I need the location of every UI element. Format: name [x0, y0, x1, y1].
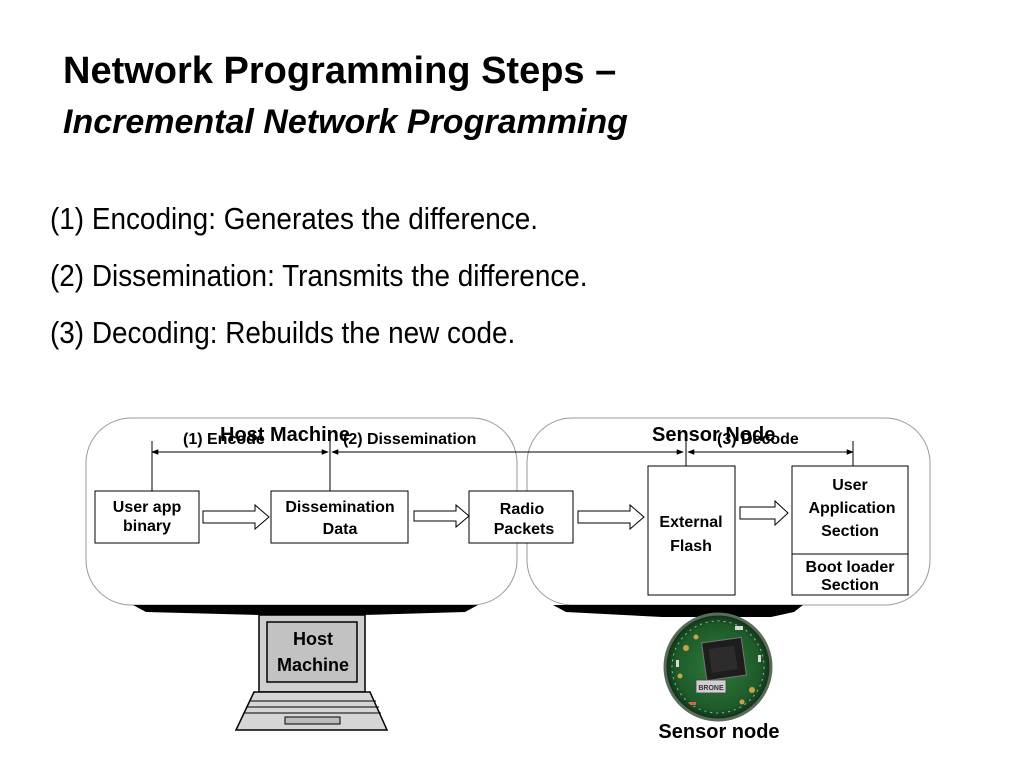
slide-title: Network Programming Steps – [63, 50, 617, 92]
sensor-callout-wedge [553, 605, 803, 617]
user-app-binary-box [94, 490, 200, 544]
dissemination-data-box [270, 490, 409, 544]
boot-loader-section-line-1: Boot loader [806, 559, 895, 576]
external-flash-box [647, 465, 736, 596]
sensor-memory-box [791, 465, 909, 596]
phase-decode-label: (3) Decode [717, 431, 799, 448]
slide-subtitle: Incremental Network Programming [63, 103, 628, 141]
radio-packets-box [468, 490, 574, 544]
dissemination-data-line-1: Dissemination [285, 499, 394, 516]
dissemination-data-line-2: Data [323, 521, 358, 538]
host-machine-group-label: Host Machine [220, 424, 350, 446]
steps-list: (1) Encoding: Generates the difference. … [50, 190, 647, 361]
flow-arrow-2 [413, 503, 470, 529]
sensor-node-photo: BRONE [662, 612, 774, 722]
step-decoding: (3) Decoding: Rebuilds the new code. [50, 315, 516, 350]
sensor-node-caption: Sensor node [658, 721, 779, 743]
user-app-binary-line-1: User app [113, 499, 182, 516]
step-encoding: (1) Encoding: Generates the difference. [50, 201, 539, 236]
user-app-binary-line-2: binary [123, 518, 171, 535]
phase-encode-label: (1) Encode [183, 431, 265, 448]
external-flash-line-2: Flash [670, 538, 712, 555]
flow-arrow-3 [577, 503, 645, 531]
phase-dissemination-label: (2) Dissemination [343, 431, 476, 448]
boot-loader-section-line-2: Section [821, 577, 879, 594]
laptop-illustration [234, 614, 389, 731]
laptop-screen-label-line-1: Host [293, 629, 333, 649]
sensor-chip-label: BRONE [698, 685, 724, 692]
radio-packets-line-2: Packets [494, 521, 555, 538]
radio-packets-line-1: Radio [500, 501, 545, 518]
sensor-node-group-label: Sensor Node [652, 424, 775, 446]
step-dissemination: (2) Dissemination: Transmits the differe… [50, 258, 588, 293]
user-app-section-line-1: User [832, 477, 868, 494]
external-flash-line-1: External [659, 514, 722, 531]
flow-arrow-4 [739, 499, 789, 527]
host-callout-wedge [133, 605, 478, 615]
laptop-screen-label-line-2: Machine [277, 655, 349, 675]
flow-arrow-1 [202, 503, 270, 531]
user-app-section-line-3: Section [821, 523, 879, 540]
user-app-section-line-2: Application [808, 500, 895, 517]
